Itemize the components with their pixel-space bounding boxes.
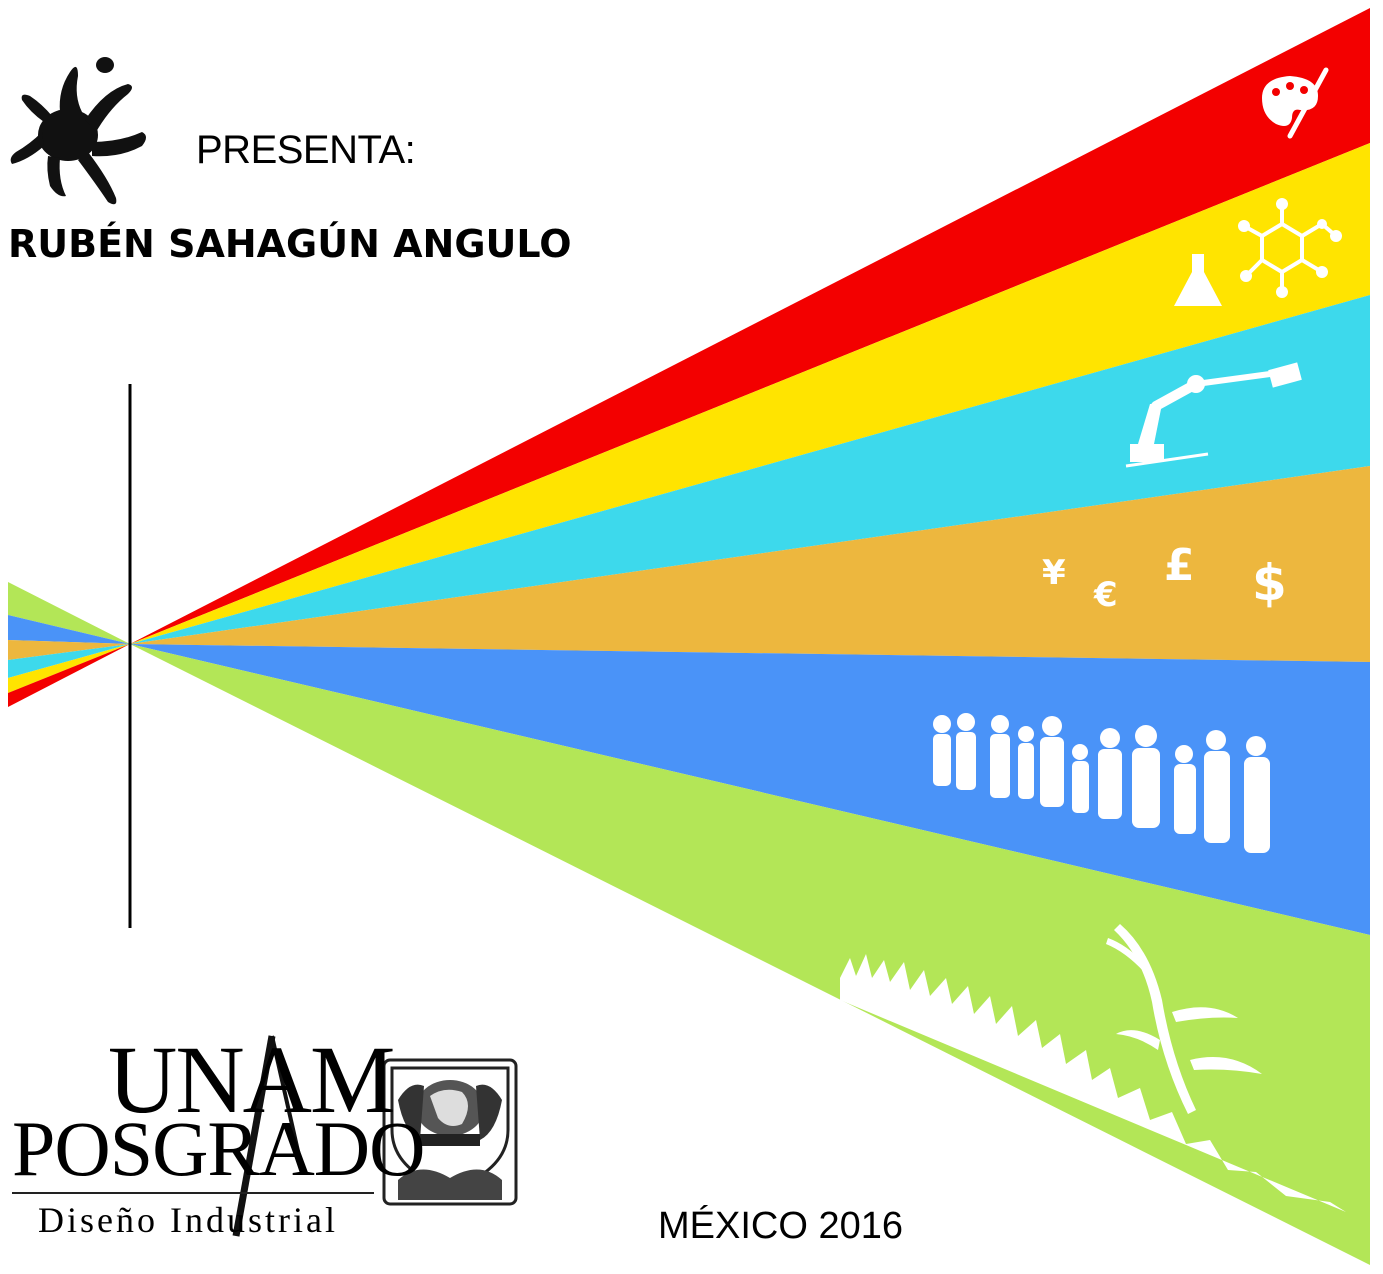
right-spectrum-wedge <box>130 8 1370 1265</box>
logo-program-text: Diseño Industrial <box>38 1200 338 1240</box>
left-band-orange <box>8 640 130 660</box>
currency-symbol-yen: ¥ <box>1042 553 1066 593</box>
logo-slash-stroke-2 <box>270 1035 302 1161</box>
left-band-blue <box>8 615 130 644</box>
band-cyan <box>130 295 1370 644</box>
band-yellow <box>130 143 1370 644</box>
people-icon <box>933 713 1270 853</box>
currency-icon: ¥ € £ $ <box>1042 540 1287 615</box>
left-band-green <box>8 582 130 644</box>
grass-plant-icon <box>840 924 1346 1212</box>
logo-unam-text: UNAM <box>108 1026 395 1133</box>
logo-slash-stroke <box>232 1035 276 1237</box>
logo-divider <box>12 1192 374 1194</box>
currency-symbol-pound: £ <box>1164 540 1195 591</box>
palette-icon <box>1262 67 1329 139</box>
footer-place-year: MÉXICO 2016 <box>658 1205 903 1247</box>
flask-molecule-icon <box>1174 198 1342 306</box>
currency-symbol-euro: € <box>1093 575 1118 615</box>
left-band-red <box>8 644 130 707</box>
logo-posgrado-text: POSGRADO <box>12 1105 425 1192</box>
left-spectrum-wedge <box>8 582 130 707</box>
author-name: RUBÉN SAHAGÚN ANGULO <box>8 222 572 266</box>
unam-seal-icon <box>382 1058 518 1206</box>
band-green <box>130 644 1370 1265</box>
splash-logo-icon <box>10 57 146 205</box>
presenta-label: PRESENTA: <box>196 128 416 172</box>
band-red <box>130 8 1370 644</box>
currency-symbol-dollar: $ <box>1252 554 1287 612</box>
band-orange <box>130 466 1370 662</box>
robot-arm-icon <box>1125 362 1302 468</box>
